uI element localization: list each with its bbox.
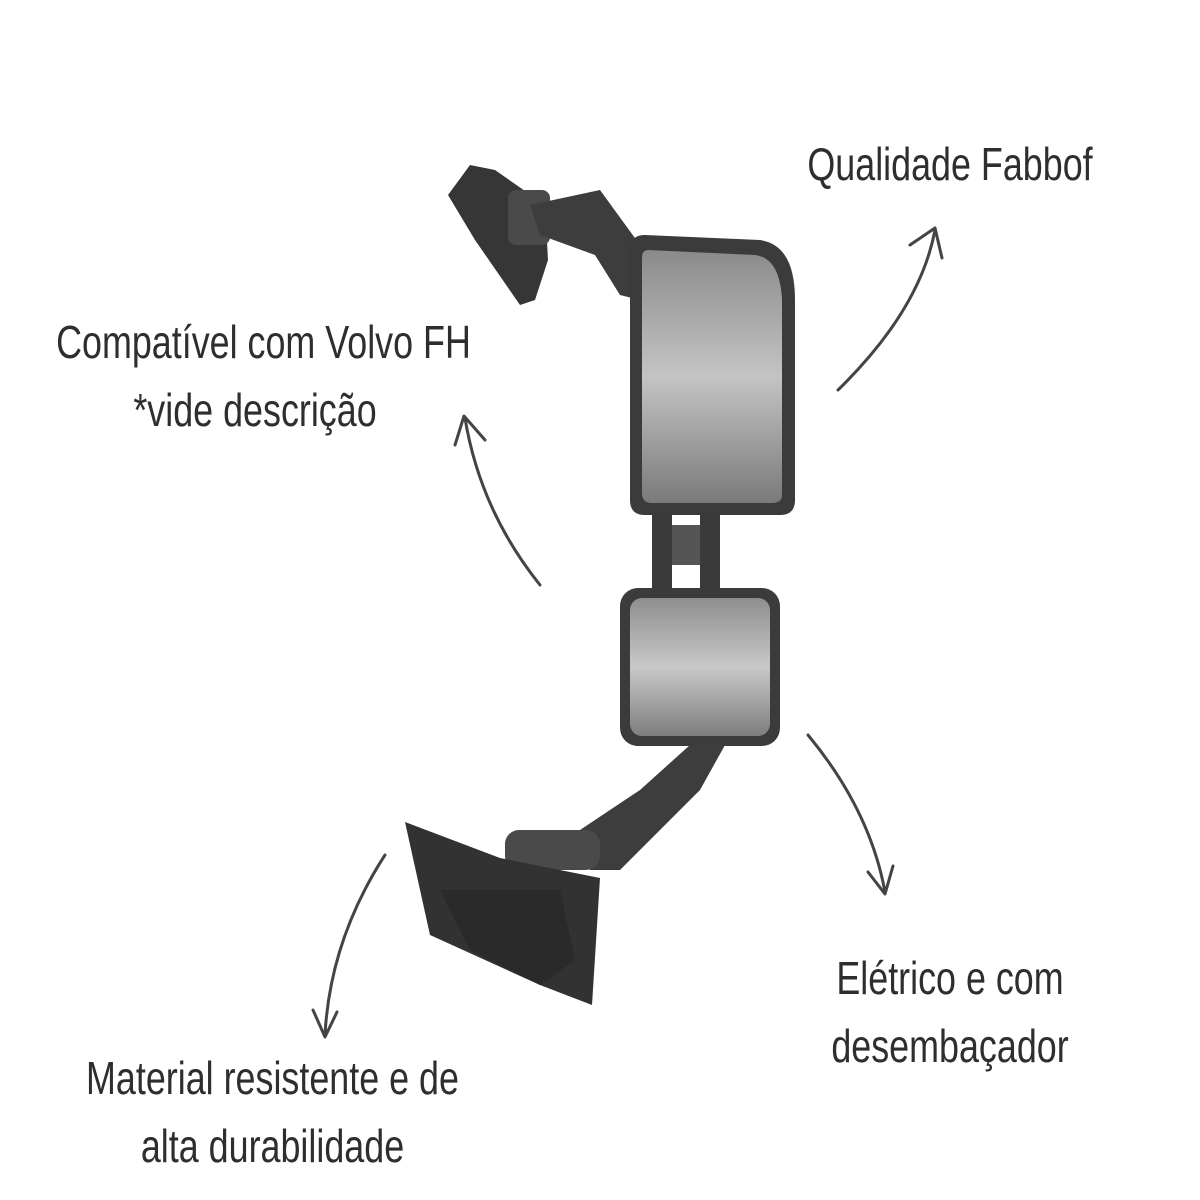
arrow-electric [806, 733, 895, 896]
mirror-top-bracket [448, 165, 640, 305]
label-material-line1: Material resistente e de [86, 1052, 459, 1104]
label-material-line2: alta durabilidade [140, 1120, 405, 1172]
upper-mirror [630, 235, 795, 515]
label-electric-line2: desembaçador [831, 1020, 1069, 1072]
label-compat-line1: Compatível com Volvo FH [56, 316, 471, 368]
lower-mirror [620, 588, 780, 746]
arrow-compat [453, 414, 542, 587]
mirror-connector [652, 512, 720, 594]
label-compat-line2: *vide descrição [133, 384, 377, 436]
label-electric-line1: Elétrico e com [836, 952, 1064, 1004]
label-quality: Qualidade Fabbof [807, 138, 1093, 190]
arrow-material [311, 853, 387, 1039]
mirror-lower-arm-base [405, 745, 725, 1005]
arrow-quality [836, 226, 944, 392]
